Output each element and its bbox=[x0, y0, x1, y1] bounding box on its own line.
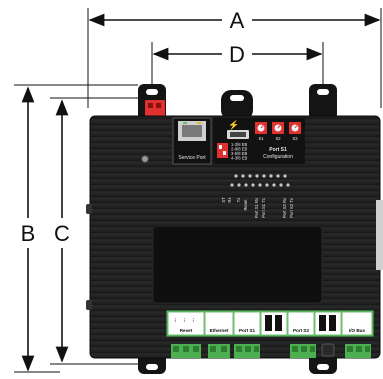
terminal-connector-reset bbox=[171, 344, 201, 358]
dimension-b: B bbox=[14, 84, 138, 373]
led-label-st: ST bbox=[221, 197, 226, 203]
usb-icon: ⚡ bbox=[228, 119, 239, 131]
led-label-s2-tx: Port S2 Tx bbox=[289, 197, 294, 218]
reset-pin-a: ⋮ bbox=[173, 317, 178, 324]
reset-pin-b: ⋮ bbox=[182, 317, 187, 324]
led-label-reset: Reset bbox=[243, 199, 248, 211]
terminal-block-port-s1: Port S1 bbox=[233, 311, 261, 336]
green-terminal-connectors bbox=[171, 344, 371, 358]
service-port: Service Port bbox=[172, 117, 212, 165]
service-port-label: Service Port bbox=[178, 155, 206, 161]
rotary-switch-1: S1 bbox=[255, 122, 267, 141]
terminal-label-port-s1: Port S1 bbox=[239, 328, 256, 333]
terminal-label-ethernet: Ethernet bbox=[210, 328, 229, 333]
dip-option-3: 3-5/8 EB bbox=[231, 151, 248, 156]
power-connector bbox=[145, 100, 165, 116]
led-array bbox=[230, 174, 290, 187]
dim-b-label: B bbox=[21, 221, 36, 246]
terminal-label-port-s2: Port S2 bbox=[293, 328, 310, 333]
rotary-label-1: S1 bbox=[258, 136, 264, 141]
dip-option-4: 4-3/8 EB bbox=[231, 156, 248, 161]
dip-options: 1-3/8 EB 2-9/8 EB 3-5/8 EB 4-3/8 EB bbox=[231, 142, 248, 161]
reset-pin-c: ⋮ bbox=[191, 317, 196, 324]
terminal-connector-io-bus bbox=[345, 344, 371, 358]
rotary-switch-2: S2 bbox=[272, 122, 284, 141]
terminal-strip: ⋮ ⋮ ⋮ Reset Ethernet Port S1 Port S2 bbox=[166, 310, 374, 337]
dimension-c: C bbox=[50, 97, 140, 365]
terminal-connector-ethernet bbox=[208, 344, 230, 358]
port-s1-config-panel: ⚡ 1-3/8 EB 2-9/8 EB 3-5/8 EB 4-3/8 EB S1… bbox=[213, 118, 305, 164]
port-s1-config-title: Port S1 bbox=[269, 147, 287, 153]
dim-c-label: C bbox=[54, 221, 70, 246]
led-label-s2-rx: Port S2 Rx bbox=[282, 197, 287, 218]
port-s1-config-subtitle: Configuration bbox=[263, 154, 293, 160]
terminal-connector-port-s2 bbox=[290, 344, 316, 358]
terminal-label-io-bus: I/O Bus bbox=[349, 328, 366, 333]
dimension-a: A bbox=[87, 8, 382, 108]
side-clip-left-2 bbox=[86, 300, 92, 310]
dip-switch bbox=[217, 143, 228, 158]
terminal-block-io-bus: I/O Bus bbox=[341, 311, 373, 336]
rotary-switch-3: S3 bbox=[289, 122, 301, 141]
led-label-rx: Rx bbox=[227, 197, 232, 203]
bottom-clip bbox=[321, 343, 335, 357]
terminal-block-middle bbox=[260, 311, 288, 336]
terminal-label-reset: Reset bbox=[180, 328, 193, 333]
led-row-bottom bbox=[230, 183, 290, 187]
rotary-label-3: S3 bbox=[292, 136, 298, 141]
dim-d-label: D bbox=[229, 42, 245, 67]
mounting-tab-top-center bbox=[221, 90, 253, 120]
led-label-s1-rx: Port S1 Rx bbox=[254, 197, 259, 218]
label-window bbox=[152, 225, 323, 304]
terminal-block-s2-switch bbox=[314, 311, 342, 336]
led-label-tx: Tx bbox=[236, 197, 241, 203]
terminal-block-port-s2: Port S2 bbox=[287, 311, 315, 336]
dip-option-1: 1-3/8 EB bbox=[231, 142, 248, 147]
board-screw bbox=[141, 155, 149, 163]
side-connector-right bbox=[376, 200, 383, 270]
rotary-label-2: S2 bbox=[275, 136, 281, 141]
terminal-block-ethernet: Ethernet bbox=[204, 311, 234, 336]
terminal-connector-port-s1 bbox=[234, 344, 260, 358]
led-row-top bbox=[234, 174, 287, 178]
led-label-s1-tx: Port S1 Tx bbox=[261, 197, 266, 218]
dimension-d: D bbox=[151, 42, 324, 100]
led-labels: ST Rx Tx Reset Port S1 Rx Port S1 Tx Por… bbox=[221, 197, 294, 219]
dim-a-label: A bbox=[230, 8, 245, 33]
terminal-block-reset: ⋮ ⋮ ⋮ Reset bbox=[167, 311, 205, 336]
dip-option-2: 2-9/8 EB bbox=[231, 147, 248, 152]
side-clip-left bbox=[86, 204, 92, 214]
mounting-tab-top-right bbox=[309, 84, 337, 120]
